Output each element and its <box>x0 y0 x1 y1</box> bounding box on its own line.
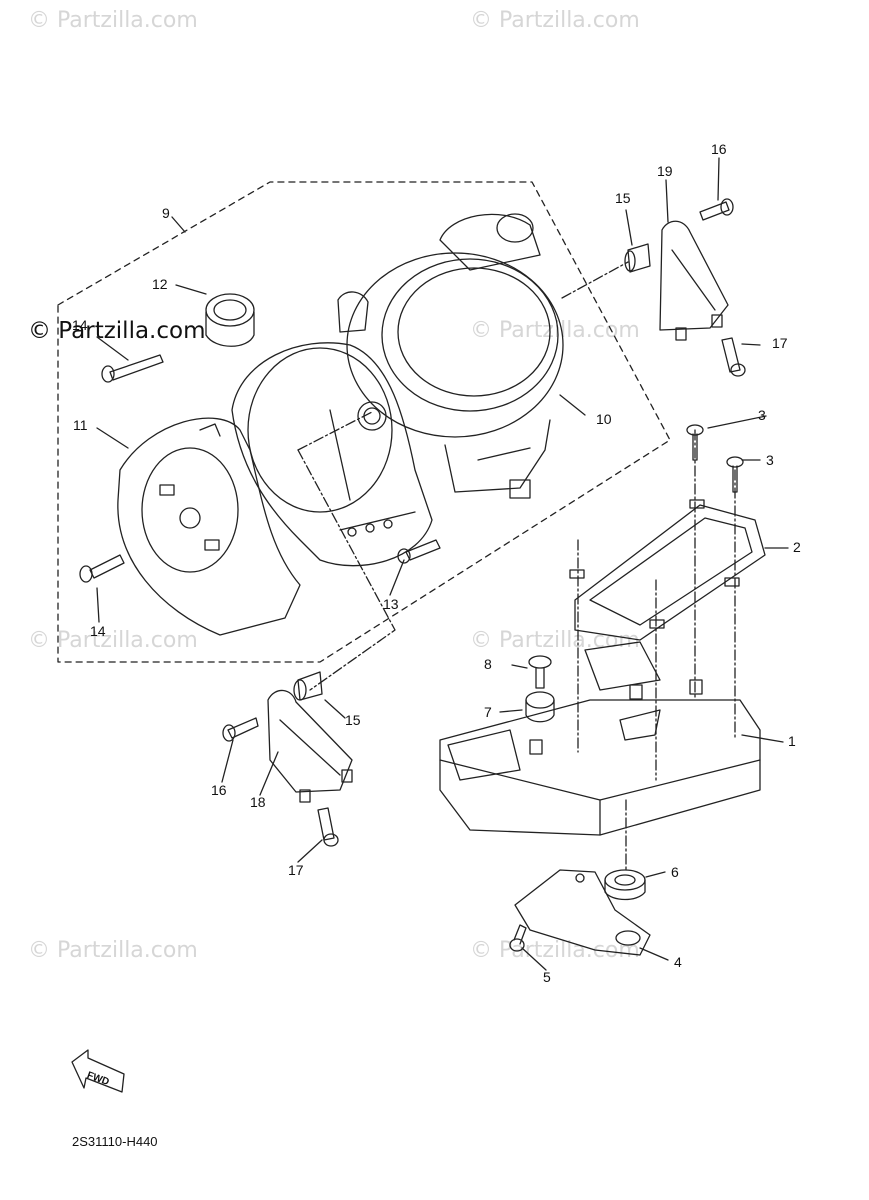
callout-14: 14 <box>90 623 106 639</box>
callout-9: 9 <box>162 205 170 221</box>
grommet <box>525 691 555 723</box>
callout-15: 15 <box>345 712 361 728</box>
callout-14: 14 <box>72 317 88 333</box>
fwd-arrow-icon <box>71 1049 125 1093</box>
bolt <box>699 198 734 221</box>
leader-line <box>96 336 129 361</box>
stay-bracket <box>514 869 651 956</box>
callout-19: 19 <box>657 163 673 179</box>
leader-line <box>324 699 346 719</box>
bolt <box>721 337 746 377</box>
bolt <box>222 717 259 742</box>
callout-15: 15 <box>615 190 631 206</box>
leader-line <box>665 179 669 223</box>
leader-line <box>639 947 669 961</box>
screw <box>528 655 552 689</box>
leader-line <box>645 871 666 878</box>
bracket-right <box>659 220 729 341</box>
leader-line <box>171 216 186 233</box>
callout-6: 6 <box>671 864 679 880</box>
meter-case-front <box>346 213 564 499</box>
panel-cover <box>569 499 766 641</box>
meter-middle-body <box>231 291 433 567</box>
screw <box>101 354 164 383</box>
callout-17: 17 <box>288 862 304 878</box>
leader-line <box>521 947 547 971</box>
screw <box>726 456 744 493</box>
diagram-code: 2S31110-H440 <box>72 1134 158 1149</box>
damper <box>624 243 651 273</box>
meter-back-cover <box>117 417 301 636</box>
leader-line <box>559 394 586 416</box>
callout-11: 11 <box>73 417 88 433</box>
leader-line <box>259 751 279 796</box>
bracket-left <box>267 689 353 803</box>
alignment-line <box>297 449 396 691</box>
indicator-socket <box>205 293 255 347</box>
leader-line <box>175 284 207 295</box>
callout-2: 2 <box>793 539 801 555</box>
grommet <box>604 869 646 901</box>
callout-10: 10 <box>596 411 612 427</box>
damper <box>293 671 323 701</box>
callout-12: 12 <box>152 276 168 292</box>
leader-line <box>96 587 100 623</box>
meter-base-case <box>439 641 761 836</box>
leader-line <box>717 157 720 201</box>
callout-17: 17 <box>772 335 788 351</box>
leader-line <box>741 343 761 346</box>
screw <box>686 424 704 461</box>
callout-18: 18 <box>250 794 266 810</box>
leader-line <box>96 427 129 449</box>
callout-5: 5 <box>543 969 551 985</box>
callout-4: 4 <box>674 954 682 970</box>
leader-line <box>297 839 323 863</box>
leader-line <box>741 734 784 743</box>
screw <box>79 554 125 583</box>
leader-line <box>221 739 234 783</box>
callout-3: 3 <box>766 452 774 468</box>
callout-7: 7 <box>484 704 492 720</box>
leader-line <box>499 709 523 713</box>
bolt <box>509 924 527 952</box>
leader-line <box>625 209 633 246</box>
leader-line <box>707 415 767 429</box>
callout-13: 13 <box>383 596 399 612</box>
callout-16: 16 <box>711 141 727 157</box>
bolt <box>317 807 339 847</box>
leader-line <box>389 559 405 596</box>
screw <box>397 539 441 564</box>
callout-16: 16 <box>211 782 227 798</box>
leader-line <box>511 664 528 669</box>
callout-3: 3 <box>758 407 766 423</box>
alignment-line <box>561 261 629 299</box>
callout-1: 1 <box>788 733 796 749</box>
assembly-outline <box>57 181 671 663</box>
callout-8: 8 <box>484 656 492 672</box>
